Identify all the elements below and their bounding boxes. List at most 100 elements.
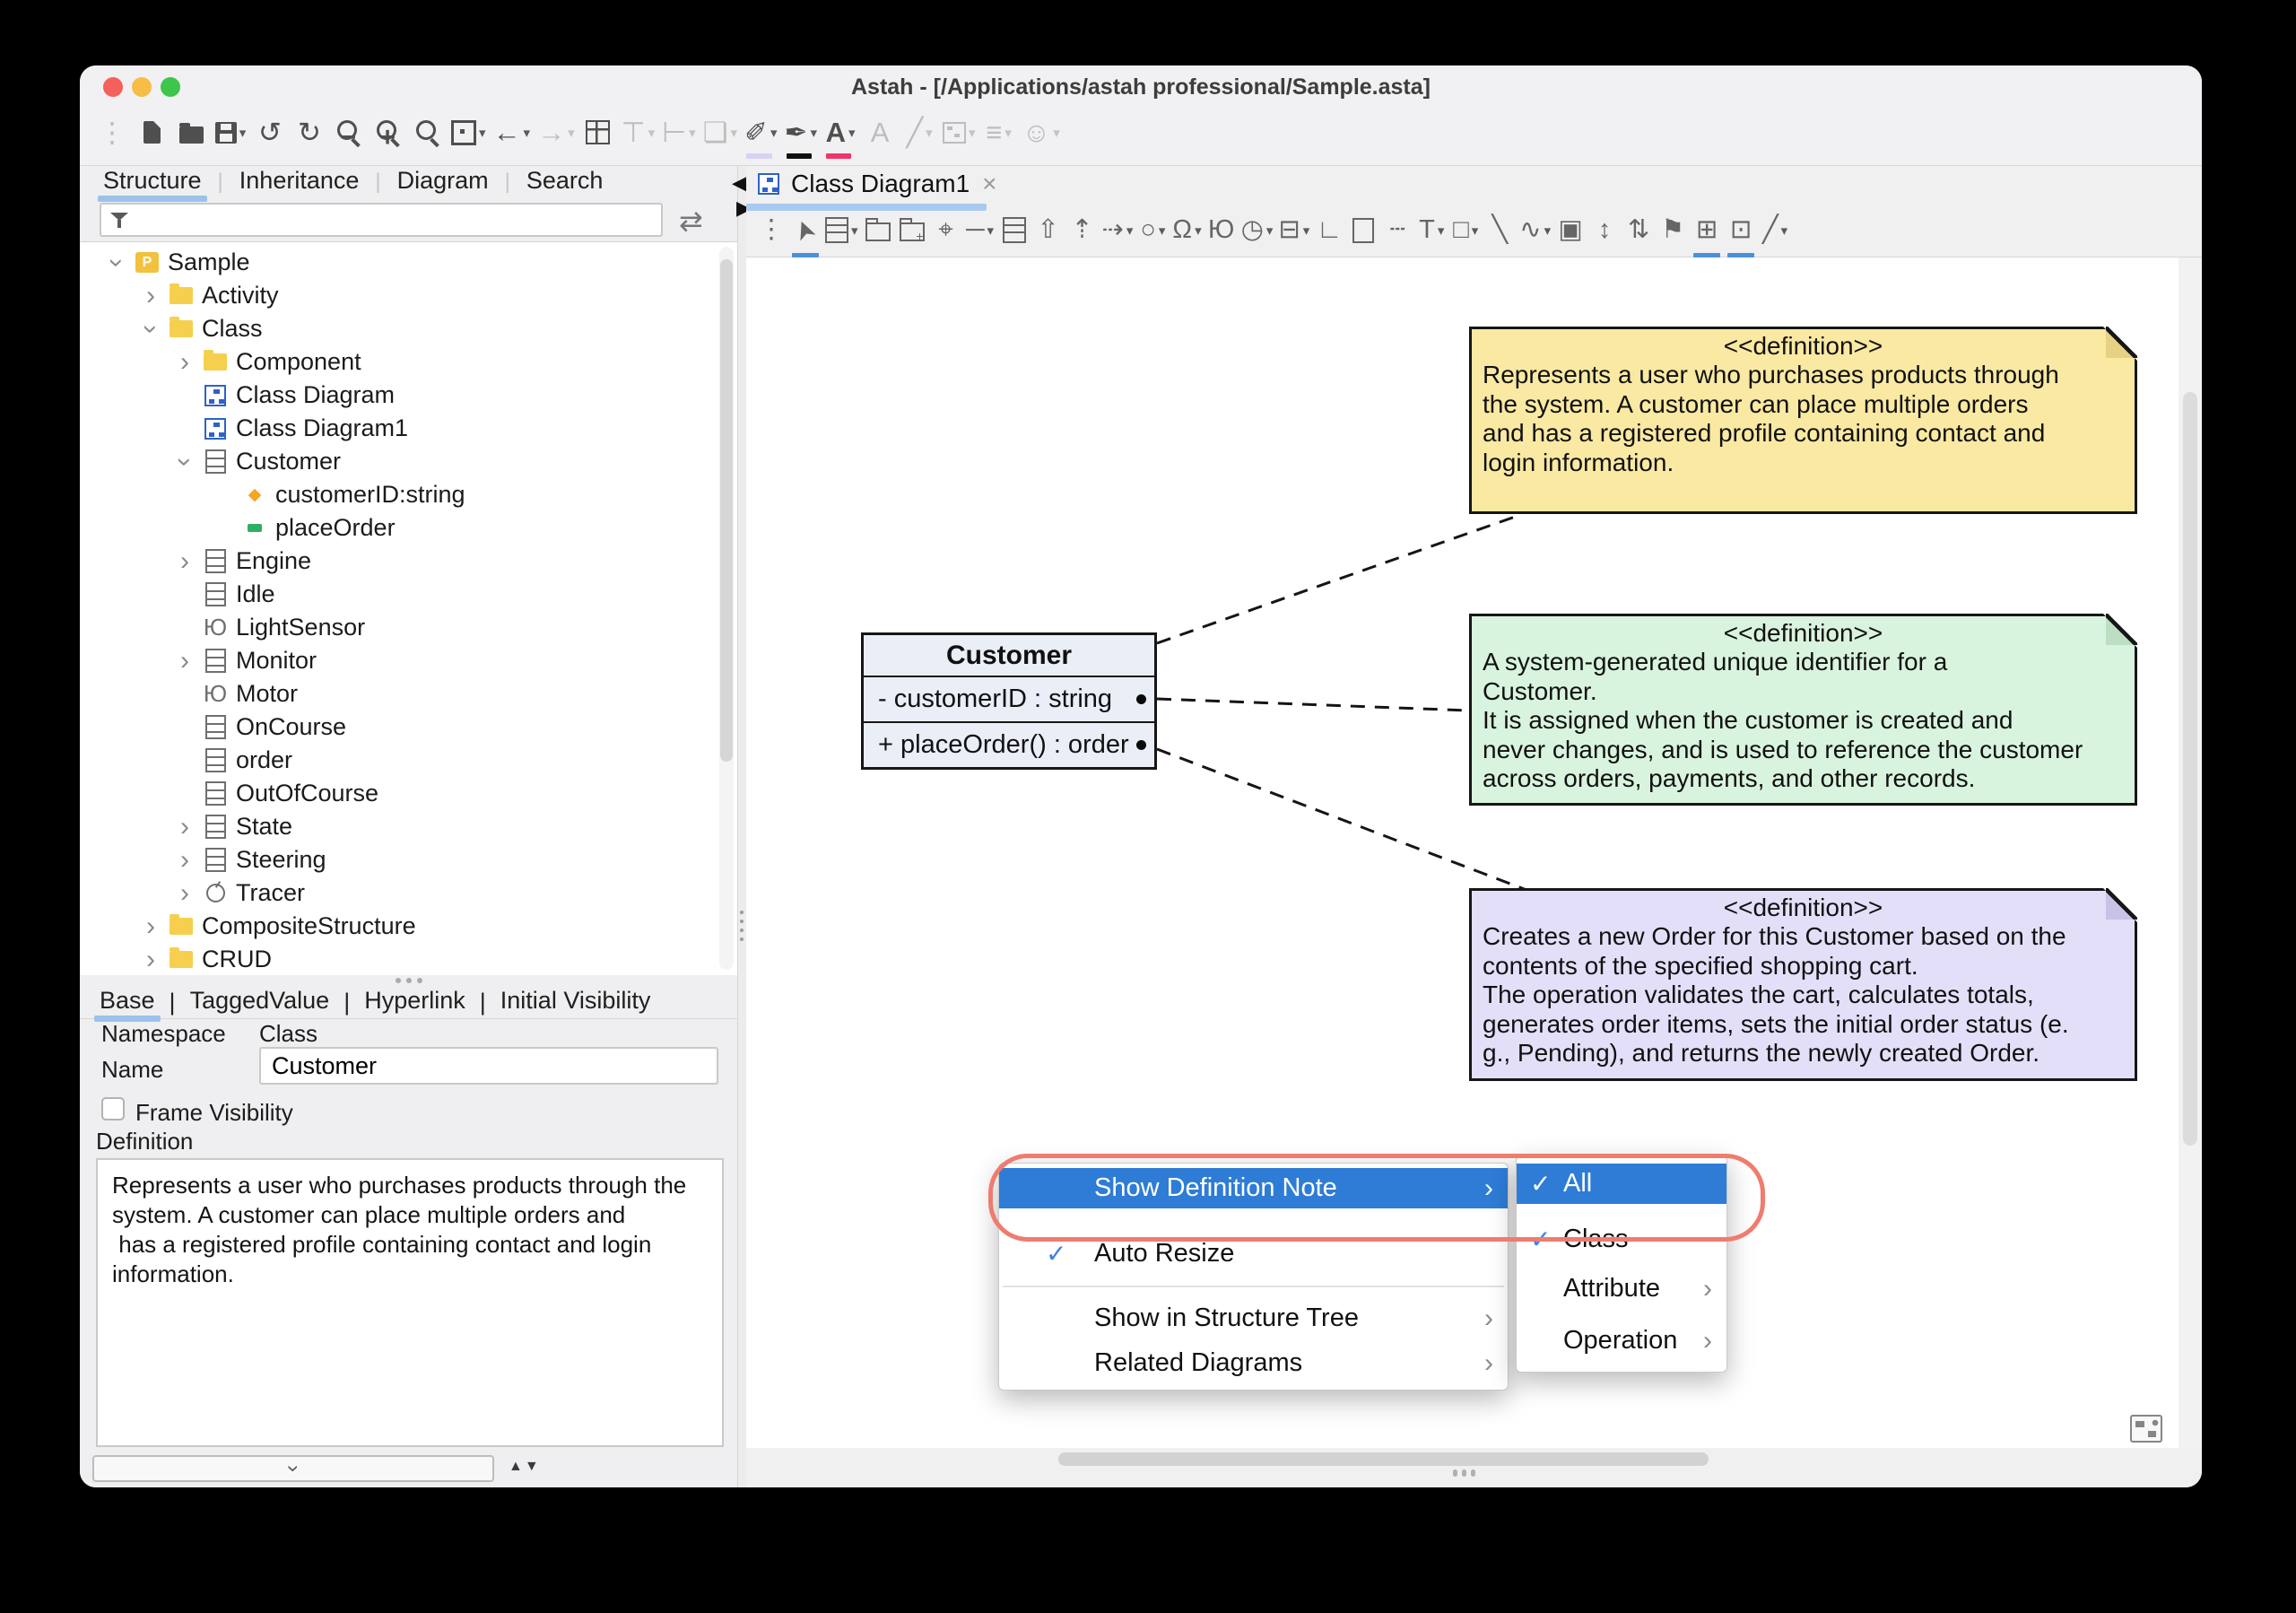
note-tool[interactable] xyxy=(1347,211,1379,257)
tab-initial-visibility[interactable]: Initial Visibility xyxy=(500,986,651,1014)
sync-selection-icon[interactable]: ⇄ xyxy=(679,205,703,237)
tree-item-class-diagram[interactable]: Class Diagram xyxy=(80,379,737,412)
tab-inheritance[interactable]: Inheritance xyxy=(239,166,360,194)
line-style[interactable]: ╱▾ xyxy=(901,110,937,162)
tab-base[interactable]: Base xyxy=(94,987,161,1022)
attribute-definition-note[interactable]: <<definition>> A system-generated unique… xyxy=(1469,614,2137,806)
tree-item-idle[interactable]: Idle xyxy=(80,578,737,611)
fill-color[interactable]: ✐▾ xyxy=(743,110,779,162)
tree-item-order[interactable]: order xyxy=(80,744,737,777)
menu-item-show-definition-note[interactable]: Show Definition Note › xyxy=(999,1168,1508,1208)
splitter-grip-icon[interactable] xyxy=(740,911,744,941)
tree-item-state[interactable]: ›State xyxy=(80,810,737,843)
anchor-tool[interactable]: ⌖ xyxy=(930,211,962,257)
dropdown-caret-icon[interactable]: ▾ xyxy=(1195,222,1202,239)
dropdown-caret-icon[interactable]: ▾ xyxy=(1265,222,1274,239)
chevron-icon[interactable]: › xyxy=(146,280,155,310)
control-tool[interactable]: ◷▾ xyxy=(1239,211,1275,257)
collapse-left-icon[interactable]: ◀ xyxy=(732,171,747,194)
vertical-scrollbar-thumb[interactable] xyxy=(2183,392,2197,1146)
horizontal-scrollbar-thumb[interactable] xyxy=(1058,1452,1709,1466)
compress-tool[interactable]: ⇅ xyxy=(1622,211,1655,257)
subsystem-tool[interactable] xyxy=(896,211,928,257)
new-file[interactable] xyxy=(134,110,170,162)
dropdown-caret-icon[interactable]: ▾ xyxy=(810,125,818,141)
chevron-icon[interactable]: › xyxy=(180,346,189,377)
dropdown-caret-icon[interactable]: ▾ xyxy=(770,125,778,141)
dropdown-caret-icon[interactable]: ▾ xyxy=(969,125,976,141)
align-horizontal[interactable]: ⊢▾ xyxy=(660,110,698,162)
tree-item-placeorder[interactable]: placeOrder xyxy=(80,511,737,545)
required-interface-tool[interactable]: Ю xyxy=(1205,211,1238,257)
frame-edit-tool[interactable]: ⊡ xyxy=(1725,211,1757,257)
submenu-item-all[interactable]: ✓ All xyxy=(1517,1164,1726,1204)
diagram-overview-button[interactable] xyxy=(2130,1415,2162,1443)
tree-item-class-diagram1[interactable]: Class Diagram1 xyxy=(80,412,737,445)
submenu-item-attribute[interactable]: Attribute › xyxy=(1517,1269,1726,1309)
tree-item-monitor[interactable]: ›Monitor xyxy=(80,644,737,677)
dotted-line-tool[interactable]: ┄ xyxy=(1381,211,1413,257)
association-class-tool[interactable] xyxy=(998,211,1031,257)
dropdown-caret-icon[interactable]: ▾ xyxy=(848,125,856,141)
tree-item-sample[interactable]: ›Sample xyxy=(80,246,737,279)
tree-scrollbar[interactable] xyxy=(719,247,734,970)
dropdown-caret-icon[interactable]: ▾ xyxy=(1053,125,1060,141)
emoticon[interactable]: ☺▾ xyxy=(1021,110,1062,162)
dropdown-caret-icon[interactable]: ▾ xyxy=(987,222,995,239)
redo[interactable]: ↻ xyxy=(291,110,327,162)
font-color[interactable]: A▾ xyxy=(822,110,858,162)
frame-plus-tool[interactable]: ⊞ xyxy=(1691,211,1723,257)
zoom-reset[interactable] xyxy=(410,110,446,162)
back[interactable]: ←▾ xyxy=(491,110,533,162)
chevron-icon[interactable]: › xyxy=(102,257,132,267)
copy-style[interactable]: ❏▾ xyxy=(701,110,739,162)
undo[interactable]: ↺ xyxy=(252,110,288,162)
class-name[interactable]: Customer xyxy=(864,635,1154,677)
toolbar-grip[interactable]: ⋮ xyxy=(94,110,130,162)
class-tool[interactable]: ▾ xyxy=(823,211,860,257)
dependency-tool[interactable]: ⇢▾ xyxy=(1100,211,1135,257)
zoom-in[interactable] xyxy=(370,110,406,162)
dropdown-caret-icon[interactable]: ▾ xyxy=(1004,125,1012,141)
open-file[interactable] xyxy=(173,110,209,162)
zoom-out[interactable] xyxy=(331,110,367,162)
maximize-window-button[interactable] xyxy=(161,77,180,97)
chevron-icon[interactable]: › xyxy=(146,911,155,941)
instance-tool[interactable]: ○▾ xyxy=(1136,211,1169,257)
interface-tool[interactable]: Ω▾ xyxy=(1170,211,1203,257)
association-tool[interactable]: ─▾ xyxy=(964,211,996,257)
dropdown-caret-icon[interactable]: ▾ xyxy=(1544,222,1552,239)
name-field[interactable] xyxy=(259,1047,718,1085)
splitter-up-down-icon[interactable]: ▲▼ xyxy=(509,1459,541,1474)
tab-structure[interactable]: Structure xyxy=(98,167,207,202)
dropdown-caret-icon[interactable]: ▾ xyxy=(851,222,858,239)
bottom-splitter-grip[interactable] xyxy=(1453,1469,1475,1477)
close-tab-icon[interactable]: × xyxy=(982,170,997,197)
tree-item-component[interactable]: ›Component xyxy=(80,345,737,379)
chevron-icon[interactable]: › xyxy=(170,457,200,466)
font-style[interactable]: A xyxy=(862,110,898,162)
text-tool[interactable]: T▾ xyxy=(1415,211,1448,257)
canvas-vertical-scrollbar[interactable] xyxy=(2179,257,2202,1448)
menu-item-show-in-structure-tree[interactable]: Show in Structure Tree › xyxy=(999,1298,1508,1338)
fit-to-window[interactable]: ▾ xyxy=(449,110,488,162)
tree-item-compositestructure[interactable]: ›CompositeStructure xyxy=(80,910,737,943)
dropdown-caret-icon[interactable]: ▾ xyxy=(689,125,696,141)
dropdown-caret-icon[interactable]: ▾ xyxy=(648,125,656,141)
chevron-icon[interactable]: › xyxy=(136,324,166,334)
dropdown-caret-icon[interactable]: ▾ xyxy=(239,125,247,141)
title-bar[interactable]: Astah - [/Applications/astah professiona… xyxy=(80,65,2202,107)
panel-splitter-grip[interactable] xyxy=(80,975,737,986)
connector-style-tool[interactable]: ╱▾ xyxy=(1759,211,1791,257)
filter-input[interactable] xyxy=(130,205,661,234)
line-color[interactable]: ✒▾ xyxy=(783,110,820,162)
dropdown-caret-icon[interactable]: ▾ xyxy=(479,125,486,141)
minimize-window-button[interactable] xyxy=(132,77,152,97)
chevron-icon[interactable]: › xyxy=(180,811,189,841)
close-window-button[interactable] xyxy=(103,77,123,97)
tree-scrollbar-thumb[interactable] xyxy=(720,259,733,762)
select-tool[interactable]: ➤ xyxy=(787,211,822,257)
generalization-tool[interactable]: ⇧ xyxy=(1032,211,1065,257)
tab-taggedvalue[interactable]: TaggedValue xyxy=(189,986,330,1014)
